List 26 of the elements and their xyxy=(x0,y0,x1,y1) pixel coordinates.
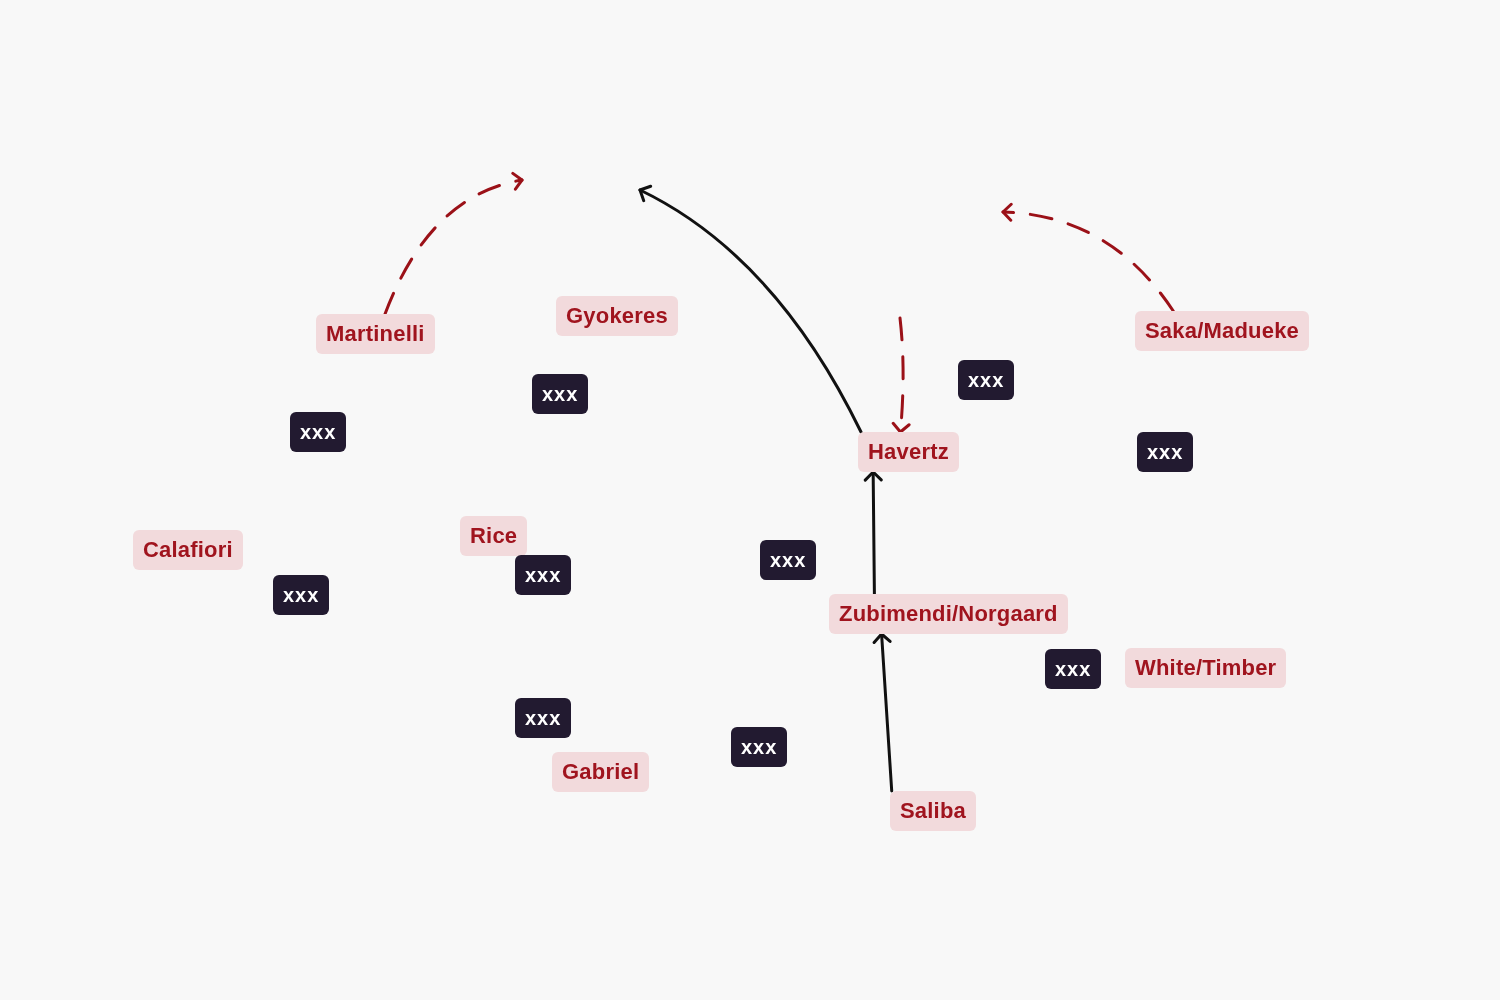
dashed-arrow xyxy=(891,316,911,434)
opponent-marker: xxx xyxy=(532,374,589,414)
opponent-marker: xxx xyxy=(290,412,347,452)
dashed-arrow xyxy=(383,172,524,316)
player-label: Saka/Madueke xyxy=(1135,311,1310,351)
arrow xyxy=(872,632,894,793)
player-label: Havertz xyxy=(858,432,959,472)
opponent-marker: xxx xyxy=(1045,649,1102,689)
player-label: Gyokeres xyxy=(556,296,678,336)
arrow xyxy=(638,185,863,434)
player-label: Gabriel xyxy=(552,752,650,792)
dashed-arrow xyxy=(1001,203,1175,313)
arrow xyxy=(863,470,883,596)
opponent-marker: xxx xyxy=(731,727,788,767)
player-label: Rice xyxy=(460,516,528,556)
opponent-marker: xxx xyxy=(273,575,330,615)
opponent-marker: xxx xyxy=(515,698,572,738)
opponent-marker: xxx xyxy=(515,555,572,595)
player-label: Saliba xyxy=(890,791,976,831)
opponent-marker: xxx xyxy=(958,360,1015,400)
player-label: Zubimendi/Norgaard xyxy=(829,594,1068,634)
player-label: Calafiori xyxy=(133,530,243,570)
player-label: Martinelli xyxy=(316,314,435,354)
player-label: White/Timber xyxy=(1125,648,1287,688)
opponent-marker: xxx xyxy=(760,540,817,580)
opponent-marker: xxx xyxy=(1137,432,1194,472)
